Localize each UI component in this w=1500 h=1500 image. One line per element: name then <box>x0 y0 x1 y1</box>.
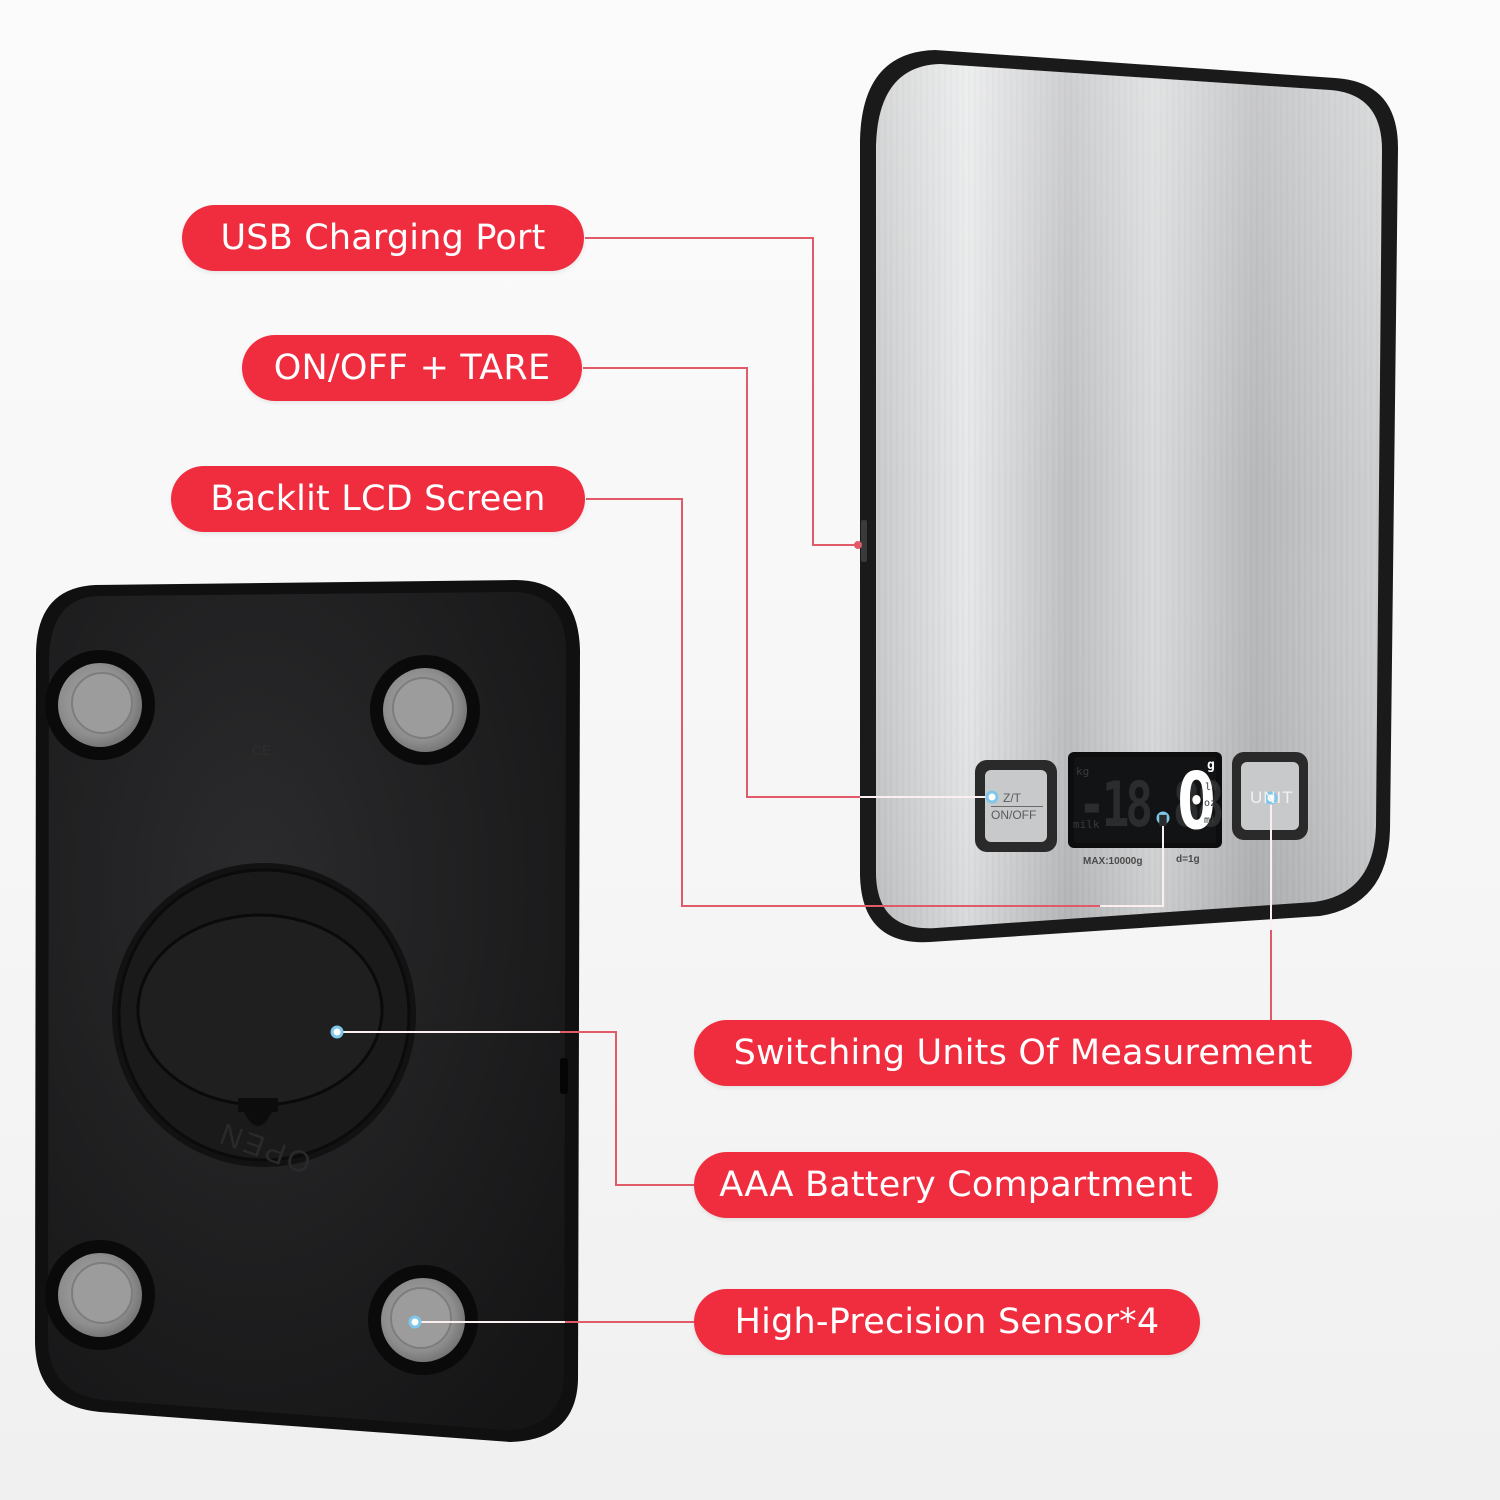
battery-compartment <box>112 863 416 1167</box>
lcd-unit-milk: milk <box>1073 818 1100 831</box>
callout-high-precision-sensor: High-Precision Sensor*4 <box>694 1289 1200 1355</box>
lcd-unit-kg: kg <box>1076 765 1090 778</box>
leader-line-whites <box>337 796 1272 1323</box>
max-capacity-label: MAX:10000g <box>1083 856 1143 867</box>
sensor-foot-bottom-left <box>45 1240 155 1350</box>
stainless-scale <box>860 50 1398 943</box>
callout-on-off-tare: ON/OFF + TARE <box>242 335 582 401</box>
sensor-foot-top-right <box>370 655 480 765</box>
division-label: d=1g <box>1176 854 1200 865</box>
usb-leader <box>585 237 858 546</box>
zero-tare-divider <box>991 806 1043 807</box>
callout-usb-charging-port: USB Charging Port <box>182 205 584 271</box>
lcd-unit-lb: lb <box>1205 782 1218 793</box>
base-ce-mark: CE <box>252 742 272 758</box>
leader-dots <box>330 541 1278 1329</box>
lcd-reading: 0 <box>1176 757 1217 848</box>
usb-port <box>861 520 867 562</box>
lcd-unit-oz: oz <box>1204 798 1217 809</box>
lcd-screen <box>1068 752 1222 848</box>
lcd-unit-g: g <box>1207 758 1215 773</box>
sensor-foot-top-left <box>45 650 155 760</box>
callout-battery-compartment: AAA Battery Compartment <box>694 1152 1218 1218</box>
callout-switching-units: Switching Units Of Measurement <box>694 1020 1352 1086</box>
zero-tare-label-top: Z/T <box>1003 791 1021 805</box>
unit-button-label: UNIT <box>1250 788 1294 807</box>
zero-tare-label-bottom: ON/OFF <box>991 808 1037 822</box>
lcd-ghost-digits: -18.88 <box>1078 768 1224 841</box>
sensor-foot-bottom-right <box>368 1265 478 1375</box>
lcd-unit-ml: ml <box>1204 815 1217 826</box>
callout-backlit-lcd: Backlit LCD Screen <box>171 466 585 532</box>
